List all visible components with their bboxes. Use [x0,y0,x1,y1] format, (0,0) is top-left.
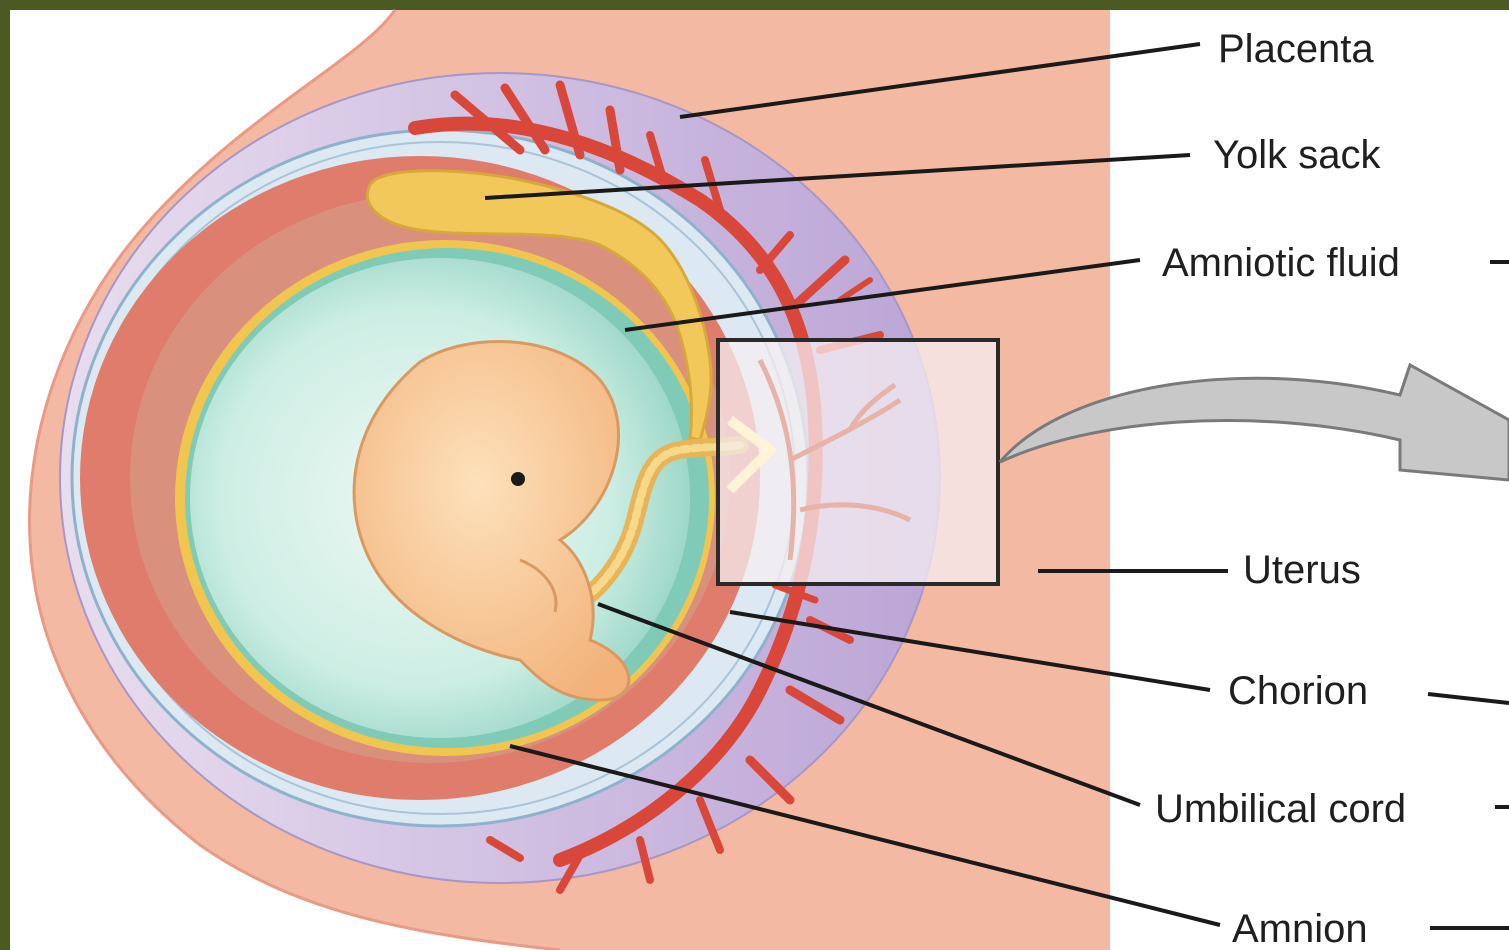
label-amnion: Amnion [1232,907,1368,950]
label-chorion: Chorion [1228,669,1368,713]
label-yolk-sack: Yolk sack [1213,133,1382,177]
embryo-eye [511,472,525,486]
label-amniotic-fluid: Amniotic fluid [1162,241,1400,285]
label-placenta: Placenta [1218,27,1374,71]
label-umbilical-cord: Umbilical cord [1155,787,1406,831]
label-uterus: Uterus [1243,548,1361,592]
